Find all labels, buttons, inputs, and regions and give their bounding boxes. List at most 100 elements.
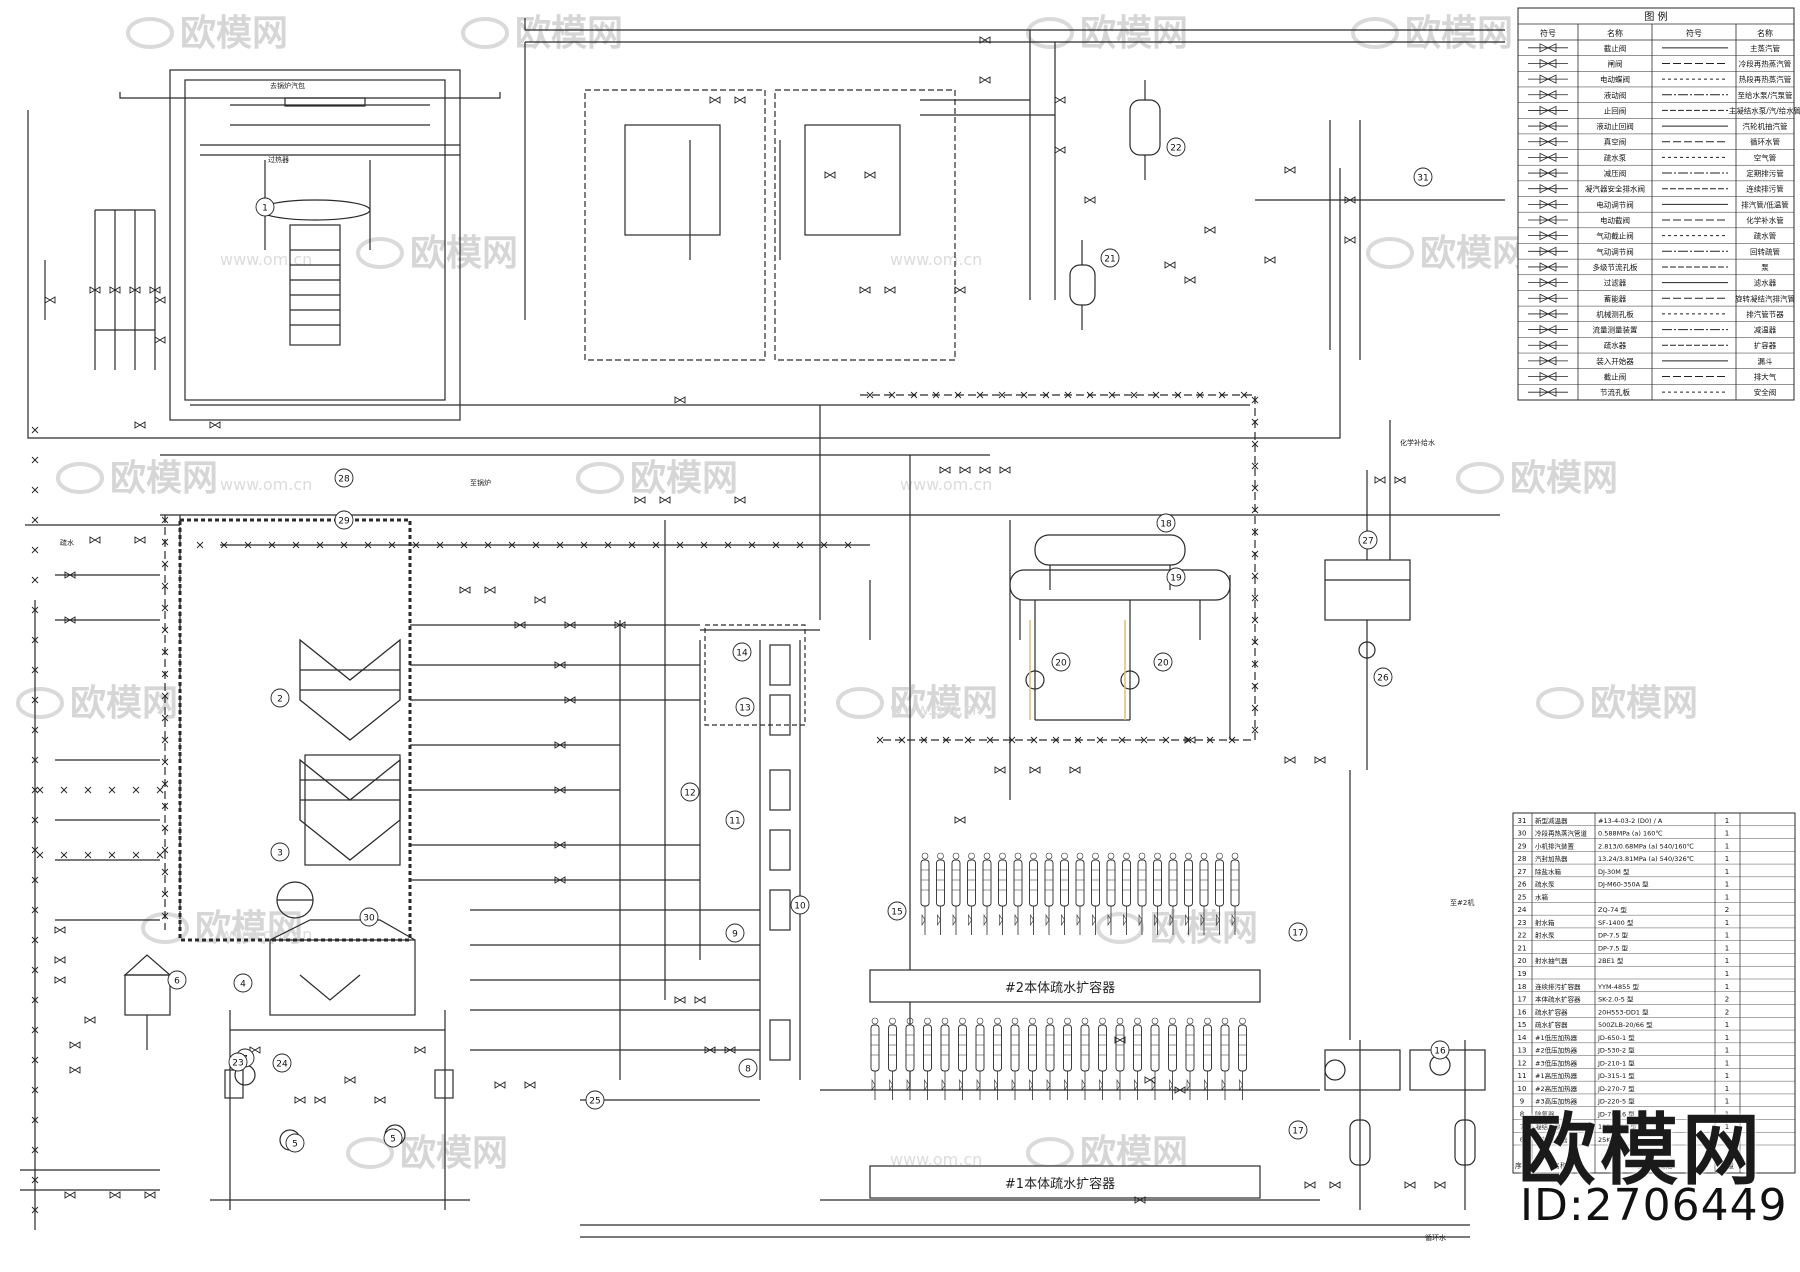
valve-icon bbox=[494, 1081, 501, 1089]
valve-icon bbox=[954, 286, 961, 294]
valve-icon bbox=[554, 841, 561, 849]
valve-icon bbox=[709, 96, 716, 104]
drain-tube bbox=[1063, 1024, 1072, 1072]
equip-spec: 2BE1 型 bbox=[1598, 956, 1624, 965]
callout-marker bbox=[1156, 513, 1176, 533]
valve-icon bbox=[859, 286, 866, 294]
callout-number: 2 bbox=[277, 695, 283, 705]
valve-icon bbox=[154, 336, 161, 344]
valve-symbols bbox=[44, 36, 1446, 1204]
equip-spec: JD-530-2 型 bbox=[1597, 1046, 1635, 1055]
callout-number: 1 bbox=[262, 204, 268, 214]
equip-name: 射水箱 bbox=[1535, 918, 1555, 927]
valve-icon bbox=[1374, 476, 1381, 484]
valve-icon bbox=[344, 1076, 351, 1084]
callout-number: 3 bbox=[277, 849, 283, 859]
drain-tube bbox=[1028, 1024, 1037, 1072]
callout-number: 27 bbox=[1362, 537, 1373, 547]
equip-name: 疏水扩容器 bbox=[1535, 1020, 1568, 1029]
valve-icon bbox=[89, 286, 96, 294]
valve-icon bbox=[64, 616, 71, 624]
valve-icon bbox=[554, 661, 561, 669]
valve-icon bbox=[734, 496, 741, 504]
valve-icon bbox=[1329, 1181, 1336, 1189]
drain-tube bbox=[958, 1024, 967, 1072]
equip-name: 新型减温器 bbox=[1535, 816, 1568, 825]
equip-spec: 2.813/0.68MPa (a) 540/160℃ bbox=[1598, 842, 1694, 850]
legend-name: 气动截止阀 bbox=[1596, 231, 1634, 241]
legend-name: 闸阀 bbox=[1608, 59, 1623, 68]
callout-number: 5 bbox=[292, 1140, 298, 1150]
brand-logo-text: 欧模网 bbox=[1518, 1106, 1765, 1196]
valve-icon bbox=[1344, 236, 1351, 244]
drain-tube bbox=[1115, 1024, 1125, 1072]
callout-marker bbox=[272, 1053, 292, 1073]
legend-name: 漏斗 bbox=[1758, 356, 1774, 366]
equip-spec: JD-315-1 型 bbox=[1597, 1071, 1635, 1080]
legend-name: 定期排污管 bbox=[1746, 168, 1784, 178]
callout-marker bbox=[270, 688, 290, 708]
flash-tank-17-upper: #2本体疏水扩容器 bbox=[869, 969, 1261, 1003]
equip-qty: 1 bbox=[1725, 1047, 1729, 1055]
label-to-other: 至#2机 bbox=[1450, 898, 1474, 907]
equip-spec: JD-220-5 型 bbox=[1597, 1097, 1635, 1106]
valve-icon bbox=[1029, 766, 1036, 774]
svg-text:名称: 名称 bbox=[1757, 28, 1773, 38]
valve-icon bbox=[44, 296, 51, 304]
valve-icon bbox=[1284, 756, 1291, 764]
drain-tube bbox=[1153, 859, 1162, 907]
equip-qty: 1 bbox=[1725, 1085, 1729, 1093]
watermark-brand: 欧模网 bbox=[1420, 233, 1528, 274]
label-heater: 过热器 bbox=[268, 155, 289, 164]
equip-name: 冷段再热蒸汽管道 bbox=[1535, 829, 1588, 838]
equip-spec: JD-650-1 型 bbox=[1597, 1033, 1635, 1042]
equip-qty: 2 bbox=[1725, 1008, 1729, 1016]
valve-icon bbox=[979, 466, 986, 474]
flash-tank-17-lower: #1本体疏水扩容器 bbox=[869, 1165, 1261, 1199]
drain-tube bbox=[1203, 1024, 1212, 1072]
equip-name: #1高压加热器 bbox=[1535, 1071, 1578, 1080]
valve-icon bbox=[1134, 1196, 1141, 1204]
callout-marker bbox=[1413, 167, 1433, 187]
callout-number: 6 bbox=[174, 977, 180, 987]
equip-spec: DP-7.5 型 bbox=[1598, 943, 1629, 952]
equip-no: 21 bbox=[1518, 944, 1527, 952]
equip-name: #3低压加热器 bbox=[1535, 1058, 1578, 1067]
drain-tube bbox=[993, 1024, 1002, 1072]
callout-number: 12 bbox=[684, 789, 695, 799]
legend-name: 至给水泵/汽泵管 bbox=[1737, 90, 1793, 100]
equip-name: 射水泵 bbox=[1535, 931, 1555, 940]
valve-icon bbox=[694, 996, 701, 1004]
equip-no: 28 bbox=[1518, 855, 1527, 863]
equip-no: 17 bbox=[1518, 996, 1527, 1004]
drain-tube bbox=[1168, 1024, 1177, 1072]
valve-icon bbox=[154, 296, 161, 304]
legend-name: 止回阀 bbox=[1604, 105, 1627, 115]
drain-tube bbox=[923, 1024, 932, 1072]
equip-spec: JD-210-1 型 bbox=[1597, 1058, 1635, 1067]
legend-table: 图 例 符号 名称 符号 名称 截止阀主蒸汽管闸阀冷段再热蒸汽管电动蝶阀热段再热… bbox=[1517, 7, 1800, 401]
drain-tube bbox=[998, 859, 1007, 907]
label-makeup-water: 化学补给水 bbox=[1400, 438, 1435, 447]
valve-icon bbox=[554, 876, 561, 884]
drain-tube bbox=[1060, 859, 1069, 907]
drain-tube bbox=[1137, 859, 1147, 907]
callout-number: 10 bbox=[794, 902, 806, 912]
equip-qty: 2 bbox=[1725, 906, 1729, 914]
watermark-brand: 欧模网 bbox=[180, 13, 288, 54]
valve-icon bbox=[954, 816, 961, 824]
legend-name: 电动截阀 bbox=[1600, 215, 1630, 225]
label-cooling-water: 循环水 bbox=[1425, 1233, 1446, 1242]
valve-icon bbox=[884, 286, 891, 294]
valve-icon bbox=[1084, 196, 1091, 204]
equip-no: 11 bbox=[1518, 1072, 1527, 1080]
equip-name: 汽封冷却器 bbox=[1535, 1135, 1568, 1144]
equip-spec: YYM-4855 型 bbox=[1597, 982, 1640, 991]
legend-name: 液动止回阀 bbox=[1596, 121, 1634, 131]
equip-no: 25 bbox=[1518, 893, 1527, 901]
callout-number: 26 bbox=[1377, 674, 1389, 684]
valve-icon bbox=[314, 1096, 321, 1104]
equip-qty: 1 bbox=[1725, 932, 1729, 940]
valve-icon bbox=[734, 96, 741, 104]
